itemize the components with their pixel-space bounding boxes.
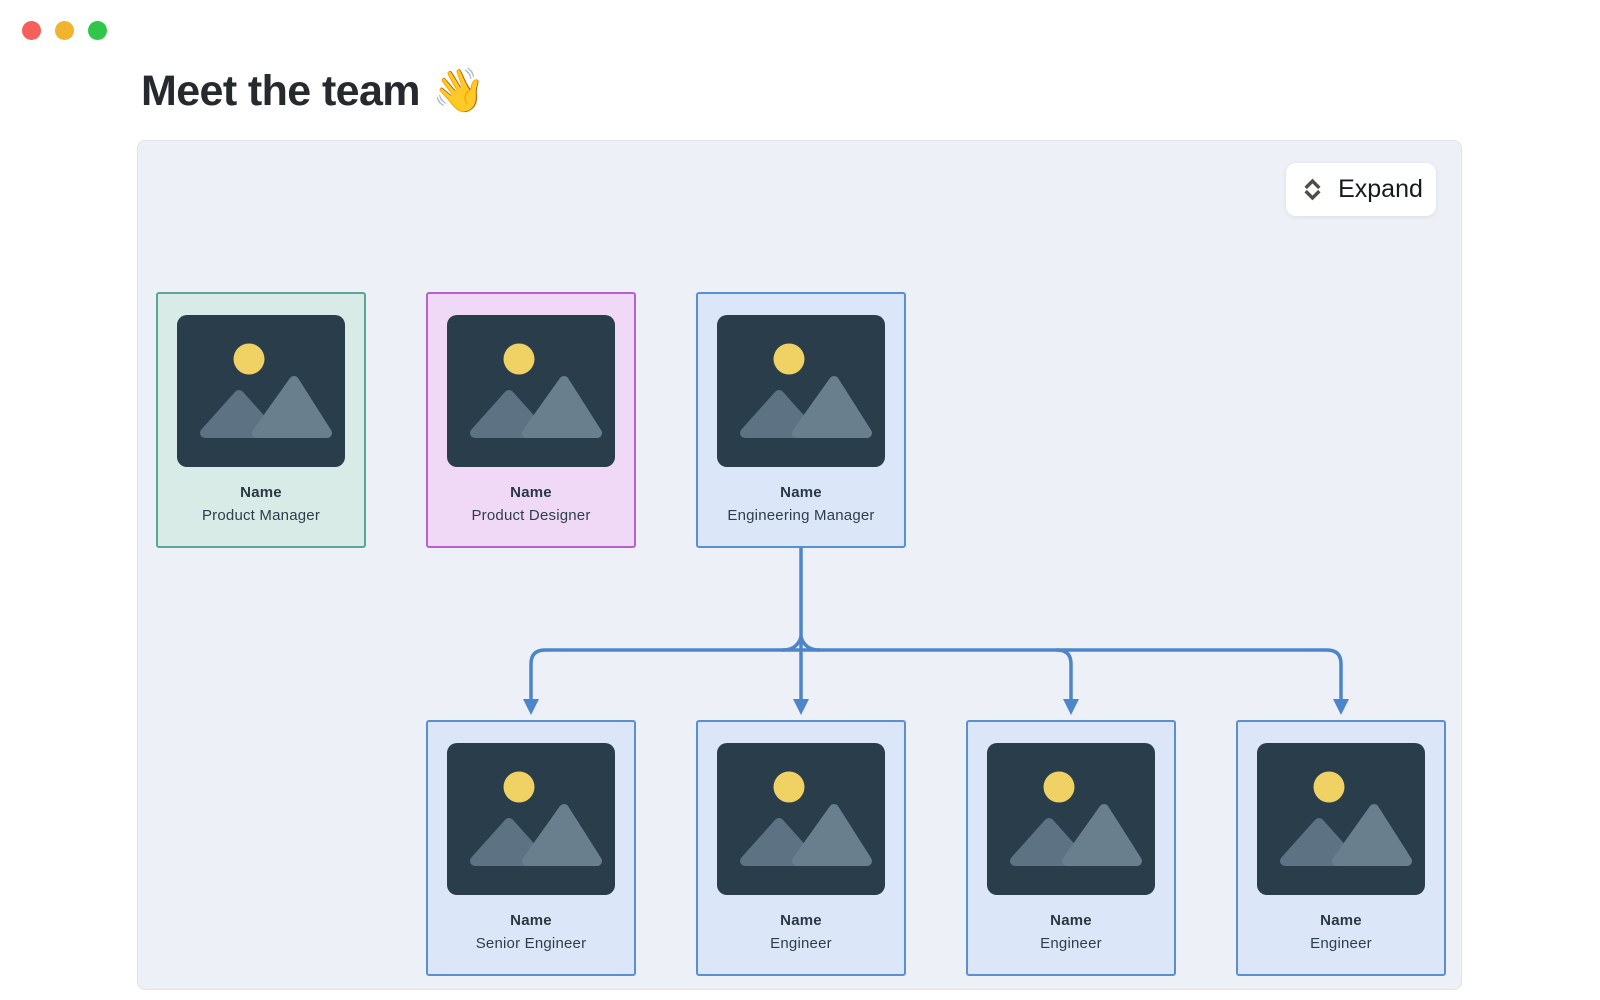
person-card-engineer-3[interactable]: Name Engineer <box>1236 720 1446 976</box>
person-card-product-designer[interactable]: Name Product Designer <box>426 292 636 548</box>
arrowhead-icon <box>523 699 539 715</box>
connector-branch-right <box>799 648 1343 704</box>
page-title-text: Meet the team <box>141 67 421 115</box>
connector-branch-left <box>529 648 803 704</box>
minimize-window-button[interactable] <box>55 21 74 40</box>
arrowhead-icon <box>1063 699 1079 715</box>
image-placeholder-icon <box>447 315 615 467</box>
image-placeholder-icon <box>447 743 615 895</box>
person-role: Product Designer <box>471 507 591 524</box>
connector-branch-mid-right <box>1055 648 1073 704</box>
connector-fillet-left <box>781 635 803 652</box>
person-role: Engineer <box>1040 935 1102 952</box>
person-role: Engineering Manager <box>727 507 875 524</box>
page-title: Meet the team👋 <box>141 66 486 116</box>
connector-fillet-right <box>799 635 821 652</box>
arrowhead-icon <box>1333 699 1349 715</box>
arrowhead-icon <box>793 699 809 715</box>
person-role: Engineer <box>770 935 832 952</box>
person-name: Name <box>780 484 822 501</box>
image-placeholder-icon <box>987 743 1155 895</box>
expand-collapse-icon <box>1304 178 1321 201</box>
person-name: Name <box>240 484 282 501</box>
image-placeholder-icon <box>177 315 345 467</box>
org-chart-panel: Expand Name Product Manager Name Product… <box>137 140 1462 990</box>
expand-button-label: Expand <box>1338 175 1423 203</box>
image-placeholder-icon <box>717 315 885 467</box>
person-card-engineer-1[interactable]: Name Engineer <box>696 720 906 976</box>
person-role: Engineer <box>1310 935 1372 952</box>
person-name: Name <box>510 484 552 501</box>
person-name: Name <box>510 912 552 929</box>
zoom-window-button[interactable] <box>88 21 107 40</box>
person-role: Senior Engineer <box>475 935 587 952</box>
image-placeholder-icon <box>717 743 885 895</box>
person-card-product-manager[interactable]: Name Product Manager <box>156 292 366 548</box>
person-role: Product Manager <box>201 507 321 524</box>
close-window-button[interactable] <box>22 21 41 40</box>
person-name: Name <box>780 912 822 929</box>
person-card-senior-engineer[interactable]: Name Senior Engineer <box>426 720 636 976</box>
person-name: Name <box>1320 912 1362 929</box>
waving-hand-emoji: 👋 <box>431 67 486 115</box>
person-card-engineer-2[interactable]: Name Engineer <box>966 720 1176 976</box>
image-placeholder-icon <box>1257 743 1425 895</box>
person-name: Name <box>1050 912 1092 929</box>
expand-button[interactable]: Expand <box>1286 163 1436 216</box>
person-card-engineering-manager[interactable]: Name Engineering Manager <box>696 292 906 548</box>
window-controls <box>22 21 107 40</box>
